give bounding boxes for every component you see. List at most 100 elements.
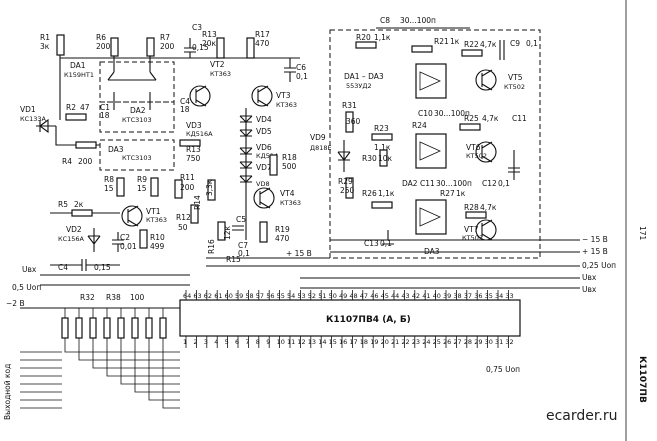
label-vd1-part: КС133А bbox=[20, 115, 47, 123]
resistor-r20 bbox=[355, 41, 377, 49]
label-r9-value: 15 bbox=[137, 184, 147, 193]
label-c11b: С11 bbox=[420, 179, 435, 188]
label-r23-value: 1,1к bbox=[374, 143, 391, 152]
resistor-r26 bbox=[371, 201, 393, 209]
label-uvy: Uвх bbox=[582, 285, 597, 294]
label-vt3-part: КТ363 bbox=[276, 101, 297, 109]
label-da2: DA2 bbox=[130, 106, 146, 115]
label-r7: R7 bbox=[160, 33, 170, 42]
resistor-r12 bbox=[190, 204, 199, 224]
vt4-symbol bbox=[259, 187, 271, 209]
label-r31-value: 360 bbox=[346, 117, 361, 126]
label-c9: С9 bbox=[510, 39, 520, 48]
chip-top-pin-number: 56 bbox=[266, 292, 274, 300]
label-vt5: VT5 bbox=[508, 73, 523, 82]
chip-top-pin-number: 45 bbox=[381, 292, 389, 300]
label-r25-value: 4,7к bbox=[482, 114, 499, 123]
resistor-r5 bbox=[71, 209, 93, 217]
resistor-bank-element bbox=[103, 317, 111, 339]
opamp-da1-triangle bbox=[419, 71, 441, 91]
label-r4: R4 bbox=[62, 157, 72, 166]
chip-top-pin-number: 48 bbox=[349, 292, 357, 300]
label-r7-value: 200 bbox=[160, 42, 175, 51]
label-r20-value: 1,1к bbox=[374, 33, 391, 42]
label-r19: R19 bbox=[275, 225, 290, 234]
label-c2: С2 bbox=[120, 233, 130, 242]
label-c7: С7 bbox=[238, 241, 248, 250]
chip-bottom-pin-number: 16 bbox=[339, 338, 347, 346]
label-vt4: VT4 bbox=[280, 189, 295, 198]
chip-bottom-pin-number: 3 bbox=[204, 338, 208, 346]
label-r30: R30 bbox=[362, 154, 377, 163]
label-plus15-left: + 15 В bbox=[286, 249, 312, 258]
chip-top-pin-number: 42 bbox=[412, 292, 420, 300]
resistor-bank-element bbox=[145, 317, 153, 339]
label-r22-value: 4,7к bbox=[480, 40, 497, 49]
label-vd3: VD3 bbox=[186, 121, 202, 130]
chip-bottom-pin-number: 10 bbox=[277, 338, 285, 346]
label-vd6-part: КД514 bbox=[256, 152, 278, 160]
label-vt3: VT3 bbox=[276, 91, 291, 100]
vt6-symbol bbox=[481, 141, 493, 163]
label-r12-value: 50 bbox=[178, 223, 188, 232]
label-c13: С13 bbox=[364, 239, 379, 248]
chip-top-pin-number: 59 bbox=[235, 292, 243, 300]
label-vd9: VD9 bbox=[310, 133, 326, 142]
label-uon025: 0,25 Uоп bbox=[582, 261, 616, 270]
label-r5: R5 bbox=[58, 200, 68, 209]
label-r30-value: 10к bbox=[378, 154, 393, 163]
diode-vd2 bbox=[87, 228, 101, 252]
label-r12: R12 bbox=[176, 213, 191, 222]
label-c7-value: 0,1 bbox=[238, 249, 250, 258]
label-r8-value: 15 bbox=[104, 184, 114, 193]
label-r16-value: 12к bbox=[223, 225, 232, 240]
chip-bottom-pin-number: 30 bbox=[485, 338, 493, 346]
transistor-vt6 bbox=[475, 141, 497, 163]
label-vt1: VT1 bbox=[146, 207, 161, 216]
chip-bottom-pin-number: 12 bbox=[297, 338, 305, 346]
diode-vd1 bbox=[36, 118, 56, 134]
label-vt6: VT6 bbox=[466, 143, 481, 152]
resistor-bank-wire bbox=[148, 308, 180, 401]
label-c9-value: 0,1 bbox=[526, 39, 538, 48]
resistor-r10 bbox=[139, 229, 148, 249]
label-r10-value: 499 bbox=[150, 242, 165, 251]
label-r11-value: 200 bbox=[180, 183, 195, 192]
label-r38: R38 bbox=[106, 293, 121, 302]
chip-bottom-pin-number: 5 bbox=[225, 338, 229, 346]
chip-top-pin-number: 64 bbox=[183, 292, 191, 300]
chip-top-pin-number: 58 bbox=[245, 292, 253, 300]
chip-bottom-pin-number: 31 bbox=[495, 338, 503, 346]
label-r2: R2 bbox=[66, 103, 76, 112]
label-r13: R13 bbox=[202, 30, 217, 39]
transistor-vt5 bbox=[475, 69, 497, 91]
diode-vd8 bbox=[239, 175, 253, 183]
label-vt4-part: КТ363 bbox=[280, 199, 301, 207]
chip-bottom-pin-number: 32 bbox=[505, 338, 513, 346]
chip-top-pin-number: 53 bbox=[297, 292, 305, 300]
label-r17-value: 470 bbox=[255, 39, 270, 48]
label-c11: С11 bbox=[512, 114, 527, 123]
chip-top-pin-number: 54 bbox=[287, 292, 295, 300]
chip-top-pin-number: 35 bbox=[485, 292, 493, 300]
label-chip: К1107ПВ4 (А, Б) bbox=[326, 315, 411, 325]
label-vd5: VD5 bbox=[256, 127, 272, 136]
label-vt7-part: КТ503 bbox=[462, 234, 483, 242]
label-vd7: VD7 bbox=[256, 163, 272, 172]
label-r19-value: 470 bbox=[275, 234, 290, 243]
chip-bottom-pin-number: 7 bbox=[245, 338, 249, 346]
label-c5: С5 bbox=[236, 215, 246, 224]
label-da3-part: КТС3103 bbox=[122, 154, 152, 162]
resistor-r2 bbox=[65, 113, 87, 121]
label-c10: С10 bbox=[418, 109, 433, 118]
label-r27: R27 bbox=[440, 189, 455, 198]
resistor-bank-element bbox=[75, 317, 83, 339]
resistor-r16 bbox=[217, 221, 226, 241]
label-r22: R22 bbox=[464, 40, 479, 49]
side-title: К1107ПВ bbox=[637, 356, 647, 403]
label-r1-value: 3к bbox=[40, 42, 50, 51]
chip-top-pin-number: 33 bbox=[505, 292, 513, 300]
